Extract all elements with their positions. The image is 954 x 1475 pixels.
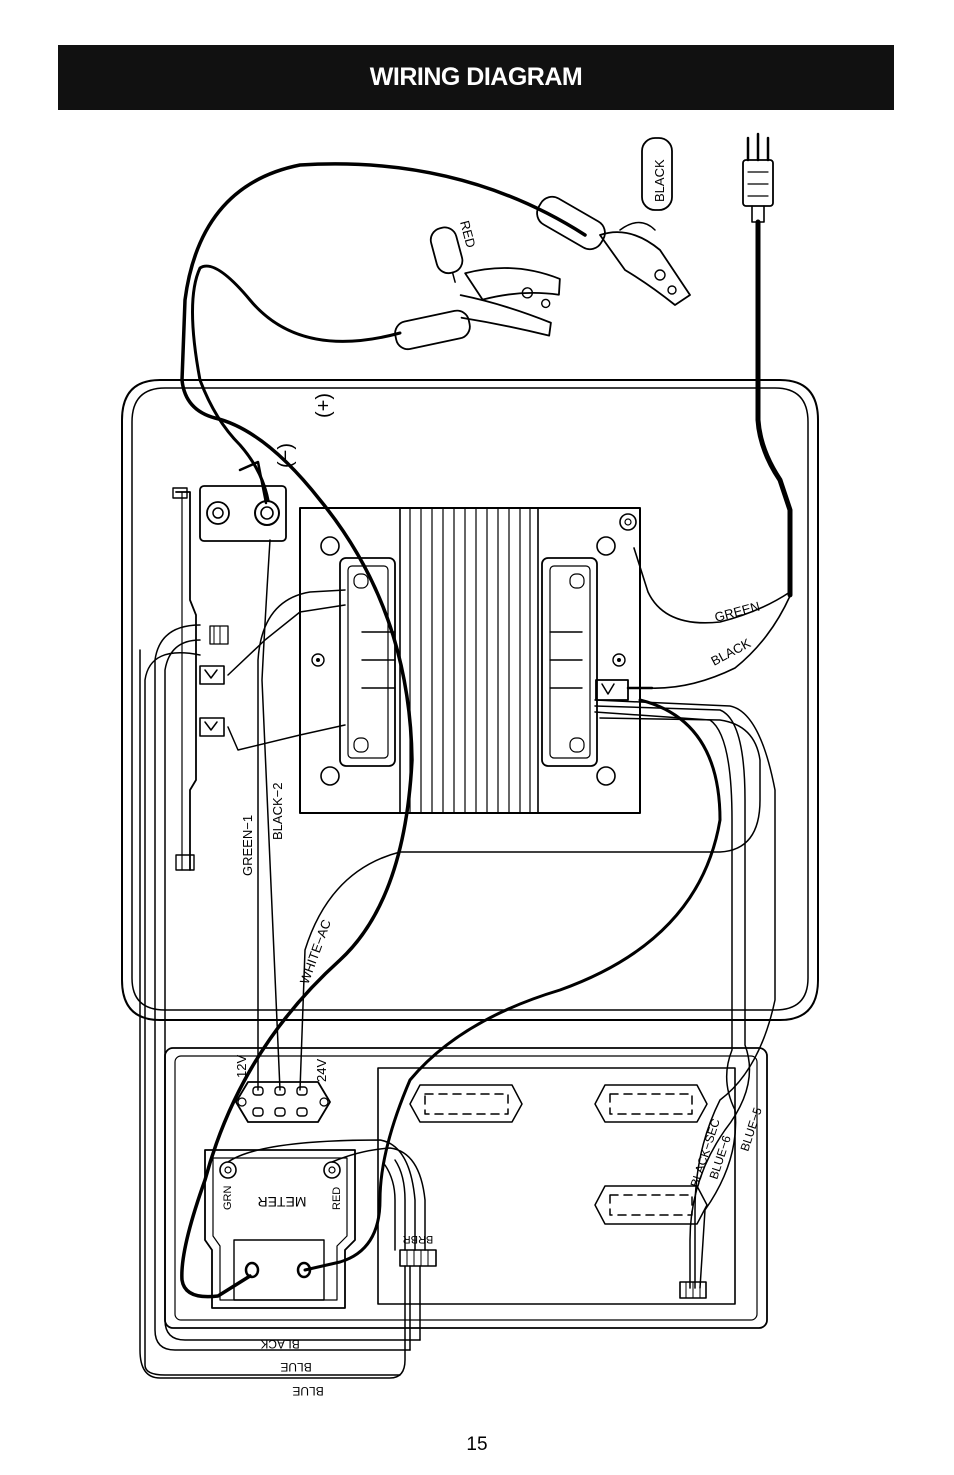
secondary-wire-b (594, 711, 737, 1289)
harness-wire-d (227, 604, 346, 676)
secondary-wire-c (594, 699, 776, 1289)
label-terminal-negative: (−) (275, 443, 297, 468)
label-terminal-positive: (+) (313, 393, 335, 418)
battery-terminal-block (199, 460, 287, 542)
label-bottom-blue-2: BLUE (292, 1384, 323, 1398)
black-clamp (536, 137, 691, 306)
label-bottom-black: BLACK (260, 1337, 299, 1351)
ammeter (204, 1149, 356, 1309)
lower-tray-inner (174, 1055, 758, 1321)
transformer (299, 507, 641, 814)
thermal-breaker (595, 679, 629, 701)
red-clamp-cable (191, 264, 402, 502)
housing-outline (121, 379, 819, 1021)
harness-wire-c (144, 652, 401, 1376)
red-clamp (429, 226, 561, 337)
label-wire-green-1: GREEN−1 (240, 815, 255, 876)
lower-tray (164, 1047, 768, 1329)
rectifier-bracket (172, 487, 229, 871)
label-clamp-red: RED (457, 219, 479, 249)
green-1-wire (257, 589, 346, 1091)
label-wire-white-ac: WHITE−AC (297, 917, 334, 986)
label-meter-red: RED (331, 1187, 343, 1210)
meter-wire-a (394, 1159, 406, 1251)
red-clamp-sleeve (394, 309, 471, 351)
label-bottom-blue-1: BLUE (280, 1360, 311, 1374)
label-wire-blue-5: BLUE−5 (738, 1105, 765, 1152)
voltage-switch (235, 1081, 331, 1123)
circuit-board (377, 1067, 736, 1305)
ac-green-wire (633, 547, 791, 624)
housing-inner-outline (131, 387, 809, 1011)
harness-wire-a (154, 624, 411, 1351)
ac-plug (742, 132, 774, 223)
label-meter-grn: GRN (222, 1186, 234, 1211)
meter-wire-grn (227, 1139, 416, 1251)
ac-cord (755, 219, 793, 598)
harness-wire-e (227, 724, 346, 751)
white-ac-wire (299, 717, 761, 1091)
black-2-wire (261, 539, 281, 1091)
title-bar: WIRING DIAGRAM (58, 45, 894, 110)
harness-wire-b (164, 639, 421, 1341)
output-cable (303, 698, 722, 1272)
meter-wire-red (331, 1147, 426, 1251)
secondary-wire-a (594, 705, 751, 1289)
label-clamp-black: BLACK (652, 159, 667, 202)
brbr-connector (399, 1249, 437, 1267)
label-wire-black-2: BLACK−2 (270, 783, 285, 840)
meter-wire-b (384, 1164, 396, 1251)
label-switch-12v: 12V (234, 1055, 249, 1078)
black-clamp-cable (180, 162, 587, 1299)
page-title: WIRING DIAGRAM (369, 63, 583, 91)
label-wire-black-ac: BLACK (708, 635, 753, 668)
page-number: 15 (466, 1434, 488, 1455)
label-switch-24v: 24V (314, 1059, 329, 1082)
label-connector-brbr: BRBR (403, 1233, 434, 1245)
label-wire-green-ac: GREEN (713, 598, 762, 624)
ac-black-wire (647, 595, 791, 689)
label-meter: METER (258, 1194, 307, 1210)
